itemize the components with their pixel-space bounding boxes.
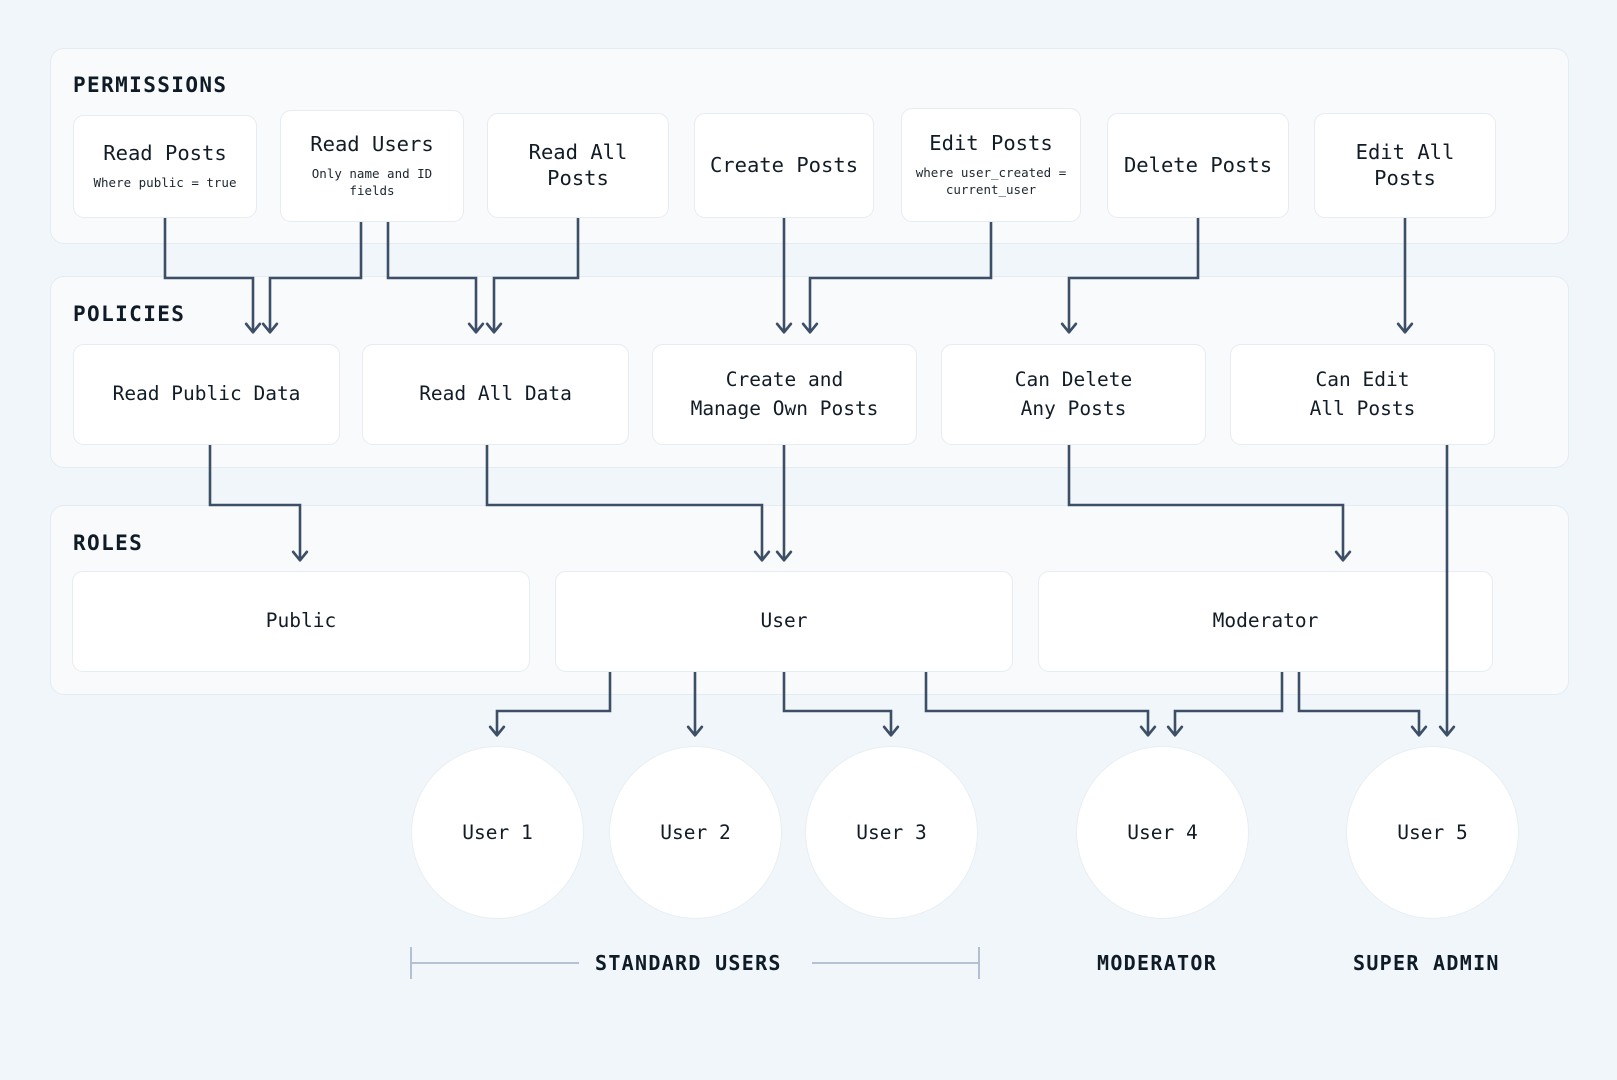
permission-title: Create Posts [709,152,859,177]
permission-card-read-all-posts[interactable]: Read All Posts [487,113,669,218]
permission-subtitle: Only name and ID fields [311,166,433,199]
section-title-policies: POLICIES [73,302,186,326]
policy-title: Read All Data [419,382,572,406]
permission-card-delete-posts[interactable]: Delete Posts [1107,113,1289,218]
permission-title: Read Users [310,131,434,156]
user-circle-user-3[interactable]: User 3 [805,746,978,919]
role-title: User [760,609,808,633]
section-title-permissions: PERMISSIONS [73,73,228,97]
group-label-standard-users: STANDARD USERS [595,951,782,975]
policy-card-can-edit-all-posts[interactable]: Can Edit All Posts [1230,344,1495,445]
user-circle-user-1[interactable]: User 1 [411,746,584,919]
permission-card-edit-all-posts[interactable]: Edit All Posts [1314,113,1496,218]
policy-title: Create and Manage Own Posts [690,368,879,420]
permission-card-read-users[interactable]: Read Users Only name and ID fields [280,110,464,222]
policy-title: Can Edit All Posts [1309,368,1416,420]
permission-subtitle: Where public = true [93,175,237,191]
permission-card-create-posts[interactable]: Create Posts [694,113,874,218]
group-label-moderator: MODERATOR [1097,951,1218,975]
user-circle-user-5[interactable]: User 5 [1346,746,1519,919]
permission-title: Read Posts [103,140,227,165]
user-label: User 2 [660,821,731,844]
policy-title: Can Delete Any Posts [1014,368,1133,420]
policy-card-read-all-data[interactable]: Read All Data [362,344,629,445]
policy-card-can-delete-any-posts[interactable]: Can Delete Any Posts [941,344,1206,445]
role-card-user[interactable]: User [555,571,1013,672]
user-circle-user-4[interactable]: User 4 [1076,746,1249,919]
user-circle-user-2[interactable]: User 2 [609,746,782,919]
permission-title: Edit All Posts [1355,139,1455,190]
role-card-public[interactable]: Public [72,571,530,672]
permission-subtitle: where user_created = current_user [915,165,1067,198]
permission-title: Delete Posts [1123,152,1273,177]
permission-card-read-posts[interactable]: Read Posts Where public = true [73,115,257,218]
permission-card-edit-posts[interactable]: Edit Posts where user_created = current_… [901,108,1081,222]
policy-title: Read Public Data [112,382,301,406]
permission-title: Edit Posts [929,130,1053,155]
role-card-moderator[interactable]: Moderator [1038,571,1493,672]
policy-card-create-manage-own-posts[interactable]: Create and Manage Own Posts [652,344,917,445]
user-label: User 1 [462,821,533,844]
user-label: User 3 [856,821,927,844]
permission-title: Read All Posts [528,139,628,190]
policy-card-read-public-data[interactable]: Read Public Data [73,344,340,445]
user-label: User 5 [1397,821,1468,844]
user-label: User 4 [1127,821,1198,844]
section-title-roles: ROLES [73,531,144,555]
role-title: Public [265,609,337,633]
group-label-superadmin: SUPER ADMIN [1353,951,1500,975]
role-title: Moderator [1212,609,1319,633]
